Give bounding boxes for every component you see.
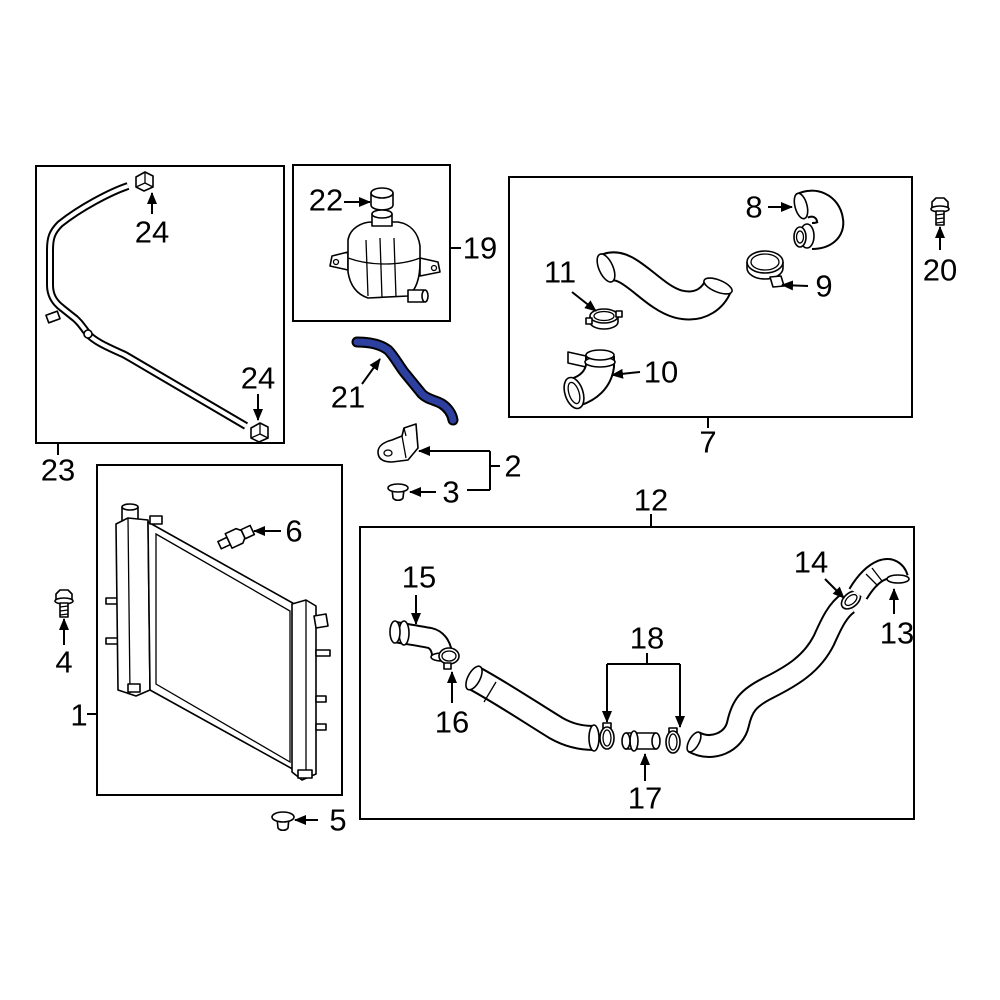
clip-upper-drawing [135,171,154,192]
upper-hose-drawing [596,251,733,321]
callout-8: 8 [745,190,762,225]
callout-24-lower: 24 [241,361,275,396]
elbow-10-drawing [563,349,616,410]
bracket-drawing [377,423,419,463]
grommet-lower-drawing [271,811,295,832]
frame-upper-group [508,176,913,418]
highlighted-hose-drawing [351,336,459,426]
cap-drawing [370,187,394,211]
callout-9: 9 [815,269,832,304]
callout-12: 12 [634,483,668,518]
callout-19: 19 [463,231,497,266]
clamp-9-drawing [746,250,785,288]
callout-20: 20 [923,253,957,288]
elbow-8-drawing [793,189,845,250]
callout-17: 17 [628,781,662,816]
clamp-18-left-drawing [599,722,615,750]
callout-15: 15 [402,560,436,595]
clamp-11-drawing [585,308,623,330]
callout-13: 13 [880,616,914,651]
callout-11: 11 [544,255,576,290]
reservoir-drawing [329,209,441,303]
callout-24-upper: 24 [135,215,169,250]
elbow-13-drawing [848,558,910,600]
grommet-upper-drawing [387,483,409,502]
frame-pipe-group [35,165,285,444]
pipe-drawing [45,182,249,430]
callout-23: 23 [41,453,75,488]
callout-6: 6 [285,514,302,549]
callout-18: 18 [630,621,664,656]
clip-lower-drawing [250,422,269,443]
bolt-20-drawing [930,197,950,226]
callout-10: 10 [644,355,678,390]
clamp-18-right-drawing [665,727,681,754]
bolt-4-drawing [54,589,74,618]
frame-reservoir-group [292,164,451,322]
highlight-stroke [353,338,457,424]
callout-3: 3 [442,475,459,510]
sensor-drawing [217,524,256,550]
leader-21 [361,358,381,385]
frame-radiator [96,464,343,796]
lower-hose-right-drawing [686,593,856,758]
leader-10 [611,368,641,379]
radiator-drawing [105,503,331,781]
callout-labels: 1 2 3 4 5 6 7 8 9 10 11 12 13 14 15 16 1… [41,183,957,838]
leader-11 [571,291,597,312]
callout-14: 14 [794,545,828,580]
leader-9 [781,280,809,291]
callout-22: 22 [309,183,343,218]
leader-lines [57,192,945,825]
clamp-14-drawing [840,590,862,610]
callout-4: 4 [55,645,72,680]
frame-lower-group [359,526,915,820]
callout-1: 1 [70,698,87,733]
callout-16: 16 [435,705,469,740]
pipe-17-drawing [621,730,661,752]
leader-14 [824,578,845,599]
callout-21: 21 [331,380,365,415]
callout-2: 2 [504,449,521,484]
callout-5: 5 [329,803,346,838]
lower-hose-left-drawing [465,665,600,752]
clamp-16-drawing [438,647,460,670]
callout-7: 7 [699,425,716,460]
